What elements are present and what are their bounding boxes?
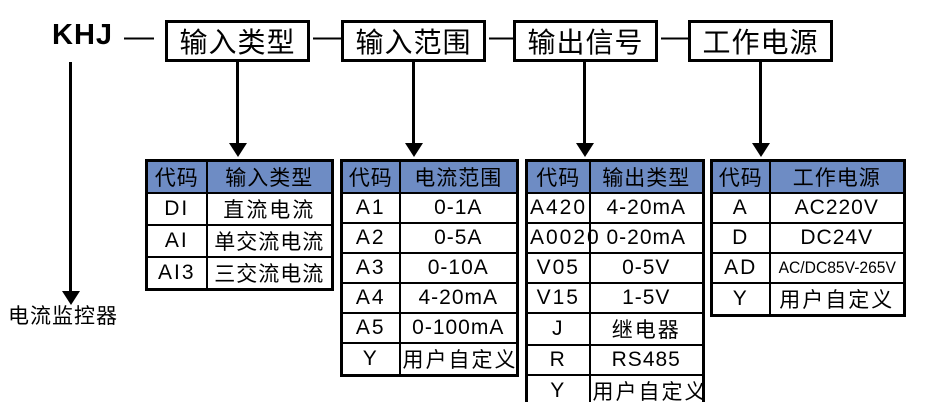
cell-code: A1 <box>340 192 401 224</box>
cell-code: A3 <box>340 252 401 284</box>
segment-box-input-type: 输入类型 <box>165 20 310 62</box>
cell-value: RS485 <box>588 344 705 376</box>
cell-value: 0-1A <box>398 192 519 224</box>
table-header-row: 代码 工作电源 <box>710 159 906 194</box>
column-header-code: 代码 <box>525 159 591 194</box>
cell-value: 0-5A <box>398 222 519 254</box>
arrow-to-input-type-table <box>236 62 239 144</box>
table-row: AD AC/DC85V-265V <box>710 252 905 284</box>
table-row: A0020 0-20mA <box>525 222 705 254</box>
segment-box-power-supply: 工作电源 <box>688 20 833 62</box>
table-row: AI 单交流电流 <box>145 224 334 258</box>
model-separator-0: — <box>124 20 154 53</box>
table-input-type: 代码 输入类型 DI 直流电流 AI 单交流电流 AI3 三交流电流 <box>145 159 334 291</box>
table-current-range: 代码 电流范围 A1 0-1A A2 0-5A A3 0-10A A4 4-20… <box>340 159 519 377</box>
model-separator-3: — <box>661 20 691 53</box>
model-prefix: KHJ <box>52 19 114 51</box>
cell-code: D <box>710 222 771 254</box>
column-header-value: 输入类型 <box>205 159 334 194</box>
cell-value: 直流电流 <box>205 192 334 226</box>
table-row: AI3 三交流电流 <box>145 256 334 291</box>
column-header-value: 输出类型 <box>588 159 705 194</box>
table-row: V15 1-5V <box>525 282 705 314</box>
model-code-row: KHJ — 输入类型 — 输入范围 — 输出信号 — 工作电源 <box>0 10 927 62</box>
arrow-to-current-range-table <box>412 62 415 144</box>
table-row: A2 0-5A <box>340 222 519 254</box>
table-row: A AC220V <box>710 192 906 224</box>
cell-value: 用户自定义 <box>588 374 706 402</box>
cell-code: A4 <box>340 282 401 314</box>
cell-value: 0-10A <box>398 252 519 284</box>
column-header-value: 电流范围 <box>398 159 519 194</box>
cell-value: 0-100mA <box>398 312 519 344</box>
table-row: D DC24V <box>710 222 906 254</box>
cell-code: V15 <box>525 282 591 314</box>
cell-value: 单交流电流 <box>205 224 334 258</box>
table-row: A1 0-1A <box>340 192 519 224</box>
cell-code: Y <box>340 342 401 377</box>
cell-value: 三交流电流 <box>205 256 334 291</box>
cell-code: A5 <box>340 312 401 344</box>
arrow-to-output-type-table <box>583 62 586 144</box>
segment-box-output-signal: 输出信号 <box>513 20 658 62</box>
cell-code: Y <box>525 374 591 402</box>
segment-label-input-type: 输入类型 <box>179 27 296 58</box>
cell-code: AI3 <box>145 256 208 291</box>
cell-code: A <box>710 192 771 224</box>
table-row: A3 0-10A <box>340 252 519 284</box>
column-header-code: 代码 <box>145 159 208 194</box>
table-row: Y 用户自定义 <box>710 282 906 317</box>
cell-code: R <box>525 344 591 376</box>
table-row: Y 用户自定义 <box>525 374 706 402</box>
cell-value: AC/DC85V-265V <box>773 252 901 284</box>
table-row: Y 用户自定义 <box>340 342 519 377</box>
cell-value: 4-20mA <box>398 282 519 314</box>
cell-value: 1-5V <box>588 282 705 314</box>
cell-value: 用户自定义 <box>398 342 519 377</box>
table-row: A5 0-100mA <box>340 312 519 344</box>
cell-code: Y <box>710 282 771 317</box>
table-row: R RS485 <box>525 344 705 376</box>
table-row: J 继电器 <box>525 312 705 346</box>
cell-value: DC24V <box>768 222 906 254</box>
table-row: DI 直流电流 <box>145 192 334 226</box>
table-header-row: 代码 电流范围 <box>340 159 519 194</box>
column-header-code: 代码 <box>710 159 771 194</box>
arrow-to-product-label <box>69 62 72 292</box>
cell-code: V05 <box>525 252 591 284</box>
cell-value: AC220V <box>768 192 906 224</box>
cell-code: J <box>525 312 591 346</box>
segment-label-power-supply: 工作电源 <box>702 27 819 58</box>
segment-label-output-signal: 输出信号 <box>527 27 644 58</box>
cell-code: AD <box>710 252 771 284</box>
product-label: 电流监控器 <box>8 305 118 328</box>
cell-code: A2 <box>340 222 401 254</box>
table-output-type: 代码 输出类型 A420 4-20mA A0020 0-20mA V05 0-5… <box>525 159 706 402</box>
cell-code: A0020 <box>525 222 599 254</box>
column-header-code: 代码 <box>340 159 401 194</box>
table-row: A420 4-20mA <box>525 192 705 224</box>
table-header-row: 代码 输入类型 <box>145 159 334 194</box>
cell-code: A420 <box>525 192 591 224</box>
cell-value: 继电器 <box>588 312 705 346</box>
cell-code: AI <box>145 224 208 258</box>
table-header-row: 代码 输出类型 <box>525 159 705 194</box>
table-row: V05 0-5V <box>525 252 705 284</box>
cell-value: 0-5V <box>588 252 705 284</box>
segment-label-input-range: 输入范围 <box>355 27 472 58</box>
cell-code: DI <box>145 192 208 226</box>
cell-value: 0-20mA <box>588 222 705 254</box>
model-separator-1: — <box>313 20 343 53</box>
arrow-to-power-supply-table <box>759 62 762 144</box>
column-header-value: 工作电源 <box>768 159 906 194</box>
segment-box-input-range: 输入范围 <box>341 20 486 62</box>
cell-value: 4-20mA <box>588 192 705 224</box>
table-row: A4 4-20mA <box>340 282 519 314</box>
cell-value: 用户自定义 <box>768 282 906 317</box>
table-power-supply: 代码 工作电源 A AC220V D DC24V AD AC/DC85V-265… <box>710 159 906 317</box>
